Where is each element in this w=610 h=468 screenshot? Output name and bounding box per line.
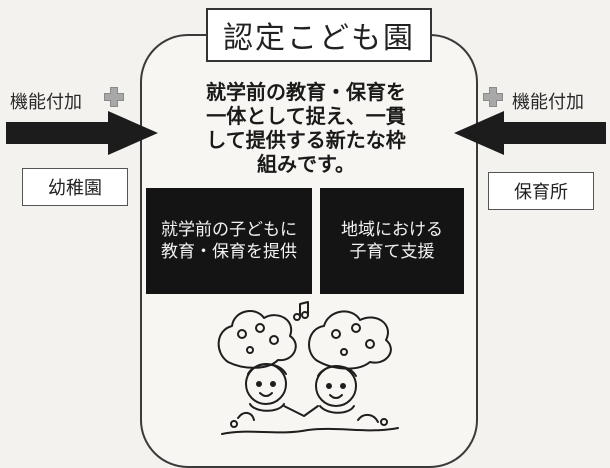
children-illustration — [217, 301, 399, 435]
arrow-left-icon — [454, 111, 606, 155]
right-function-label: 機能付加 — [512, 92, 584, 113]
page-title: 認定こども園 — [206, 8, 432, 62]
function-box-support: 地域における 子育て支援 — [320, 188, 464, 294]
diagram: 認定こども園 就学前の教育・保育を 一体として捉え、一貫 して提供する新たな枠 … — [6, 8, 606, 468]
function-box-education: 就学前の子どもに 教育・保育を提供 — [146, 188, 312, 294]
description-text: 就学前の教育・保育を 一体として捉え、一貫 して提供する新たな枠 組みです。 — [206, 80, 406, 176]
left-function-label: 機能付加 — [10, 92, 82, 113]
institution-kindergarten: 幼稚園 — [22, 168, 128, 206]
institution-nursery: 保育所 — [488, 172, 594, 210]
plus-icon — [483, 87, 503, 107]
plus-icon — [104, 87, 124, 107]
arrow-right-icon — [6, 111, 158, 155]
